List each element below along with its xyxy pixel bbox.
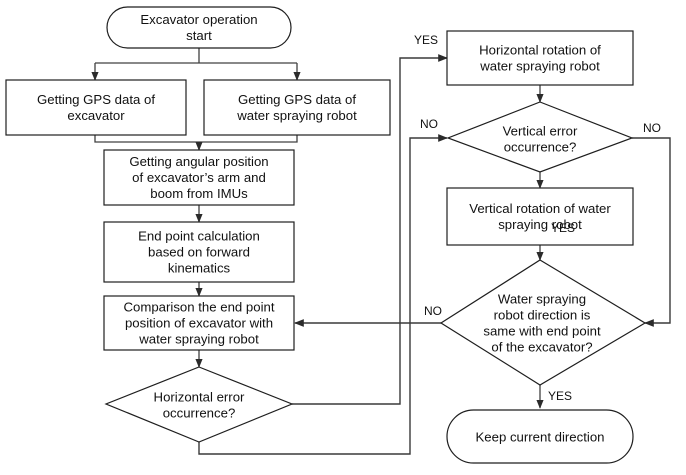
angular-position-line-1: Getting angular position: [129, 154, 268, 169]
horizontal-rotation-line-2: water spraying robot: [479, 59, 600, 74]
comparison-line-1: Comparison the end point: [123, 300, 274, 315]
label-no-vertical-left: NO: [420, 117, 438, 131]
end-point-line-3: kinematics: [168, 261, 231, 276]
start-line-1: Excavator operation: [140, 12, 257, 27]
edge-horizontal-yes: [292, 54, 448, 405]
label-no-vertical-right: NO: [643, 121, 661, 135]
horizontal-error-line-1: Horizontal error: [154, 390, 245, 405]
edge-labels: YES NO NO YES NO YES: [414, 33, 661, 403]
edge-horizontal-no: [198, 134, 448, 455]
gps-robot-line-1: Getting GPS data of: [238, 92, 356, 107]
label-yes-vertical: YES: [551, 221, 575, 235]
gps-excavator-line-2: excavator: [67, 108, 125, 123]
vertical-rotation-line-2: spraying robot: [498, 217, 582, 232]
gps-excavator-line-1: Getting GPS data of: [37, 92, 155, 107]
direction-check-line-2: robot direction is: [494, 308, 591, 323]
comparison-line-3: water spraying robot: [138, 332, 259, 347]
label-no-direction: NO: [424, 304, 442, 318]
label-yes-horizontal: YES: [414, 33, 438, 47]
gps-robot-line-2: water spraying robot: [236, 108, 357, 123]
horizontal-error-line-2: occurrence?: [163, 406, 236, 421]
direction-check-line-4: of the excavator?: [491, 340, 592, 355]
angular-position-line-3: boom from IMUs: [150, 186, 248, 201]
vertical-error-line-1: Vertical error: [503, 124, 578, 139]
label-yes-direction: YES: [548, 389, 572, 403]
angular-position-line-2: of excavator’s arm and: [132, 170, 266, 185]
edge-gps-merge: [94, 135, 298, 143]
direction-check-line-3: same with end point: [483, 324, 601, 339]
direction-check-line-1: Water spraying: [498, 292, 586, 307]
node-keep-direction-label: Keep current direction: [475, 430, 604, 445]
node-keep-direction: Keep current direction: [446, 409, 634, 464]
horizontal-rotation-line-1: Horizontal rotation of: [479, 43, 601, 58]
comparison-line-2: position of excavator with: [125, 316, 273, 331]
edge-vertical-no: [632, 137, 671, 327]
end-point-line-2: based on forward: [148, 245, 250, 260]
vertical-error-line-2: occurrence?: [504, 140, 577, 155]
edges: [91, 48, 671, 455]
start-line-2: start: [186, 28, 212, 43]
keep-direction-line-1: Keep current direction: [475, 430, 604, 445]
edge-start-split: [95, 48, 297, 64]
vertical-rotation-line-1: Vertical rotation of water: [469, 201, 611, 216]
end-point-line-1: End point calculation: [138, 229, 260, 244]
